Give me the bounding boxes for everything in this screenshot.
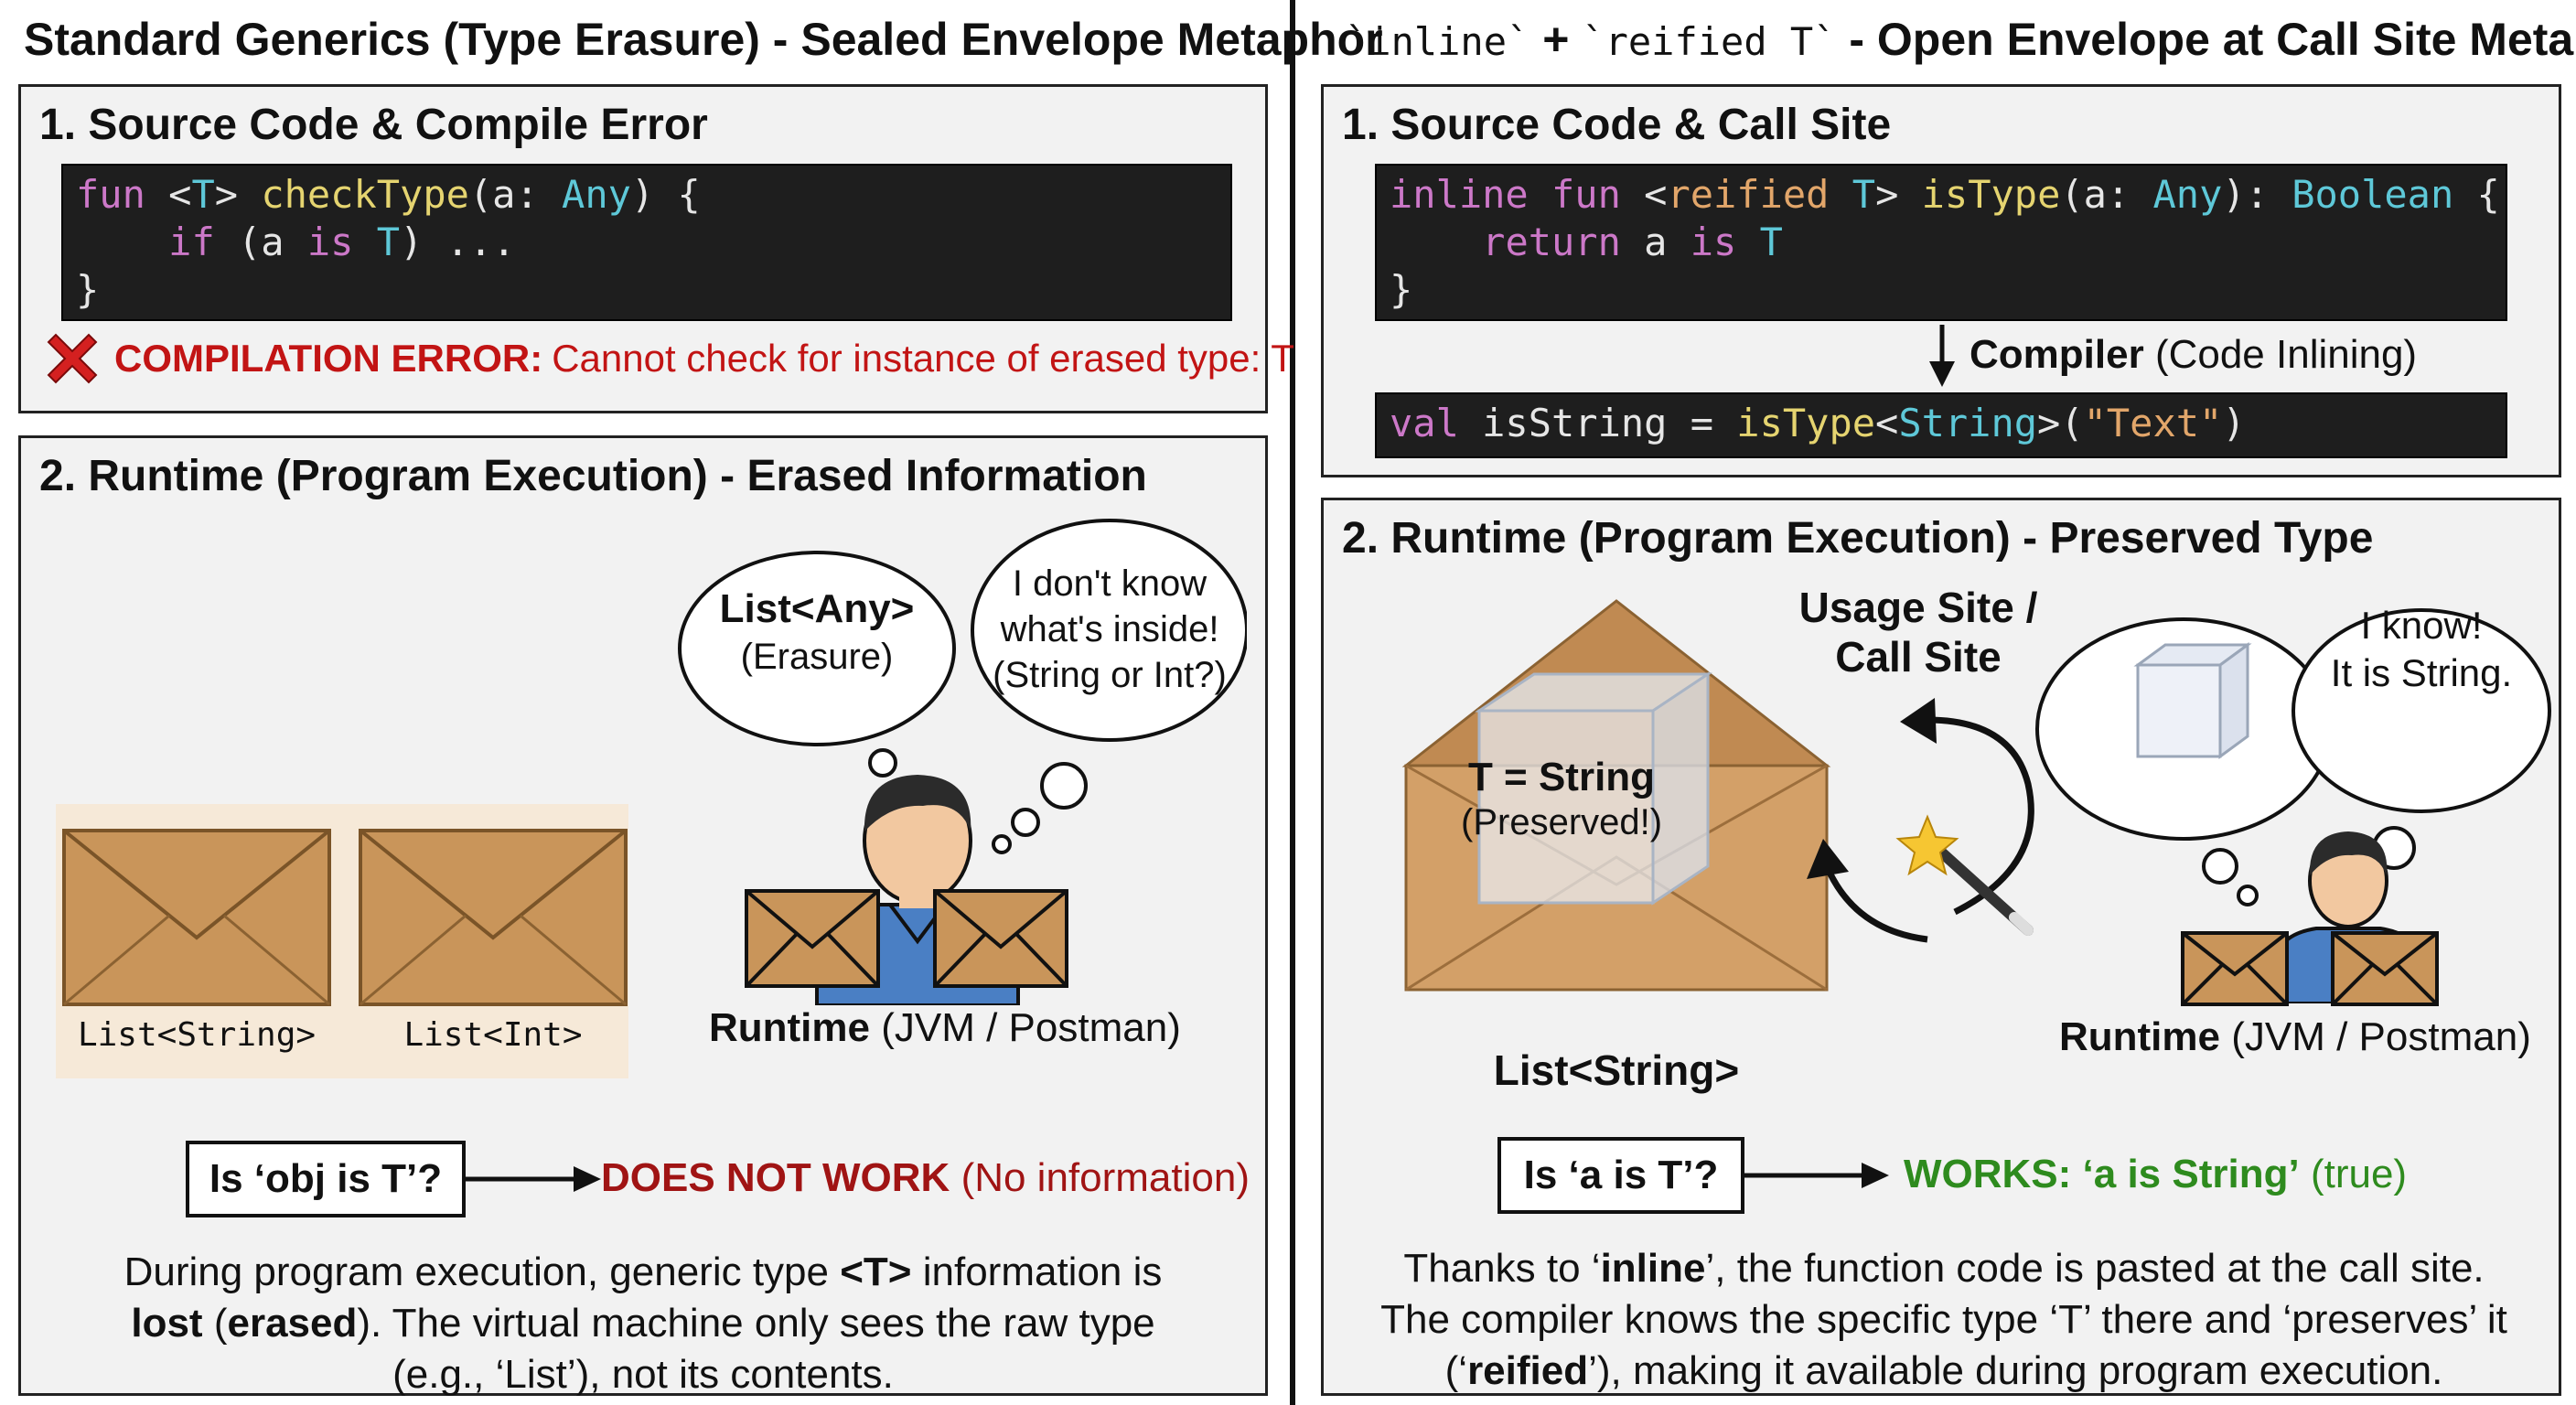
right-source-panel-title: 1. Source Code & Call Site: [1342, 101, 1892, 149]
right-result-text: WORKS: ‘a is String’ (true): [1904, 1152, 2408, 1196]
left-runtime-panel-title: 2. Runtime (Program Execution) - Erased …: [39, 452, 1147, 500]
compile-error-line: COMPILATION ERROR: Cannot check for inst…: [39, 327, 1294, 391]
right-column-title: `inline` + `reified T` - Open Envelope a…: [1345, 13, 2576, 66]
cube-sub: (Preserved!): [1461, 802, 1663, 842]
envelope-icon: [745, 889, 880, 988]
call-site-code: val isString = isType<String>("Text"): [1375, 392, 2507, 458]
magic-wand-icon: [1895, 814, 2034, 936]
envelope-icon: [62, 829, 331, 1006]
left-code-block: fun <T> checkType(a: Any) { if (a is T) …: [61, 164, 1232, 321]
thought-line-1: I don't know: [1012, 563, 1208, 604]
bubble-erasure: (Erasure): [740, 637, 894, 677]
compiler-caption: Compiler (Code Inlining): [1970, 332, 2418, 377]
bubble-list-any: List<Any>: [719, 586, 915, 631]
title-plus: +: [1542, 14, 1570, 65]
title-reified-code: `reified T`: [1582, 19, 1837, 64]
right-thought-line-2: It is String.: [2330, 651, 2513, 694]
arrow-icon: [1744, 1163, 1889, 1188]
question-box: Is ‘obj is T’?: [186, 1141, 466, 1217]
title-inline-code: `inline`: [1345, 19, 1530, 64]
column-divider: [1290, 0, 1295, 1405]
arrow-icon: [1929, 325, 1955, 387]
left-column-title: Standard Generics (Type Erasure) - Seale…: [24, 14, 1383, 65]
left-runtime-panel: 2. Runtime (Program Execution) - Erased …: [18, 435, 1268, 1397]
left-explanation: During program execution, generic type <…: [123, 1249, 1163, 1397]
left-source-panel-title: 1. Source Code & Compile Error: [39, 101, 708, 149]
title-rest: - Open Envelope at Call Site Metaphor: [1849, 14, 2576, 65]
cube-label: T = String: [1467, 755, 1656, 799]
open-envelope-label: List<String>: [1493, 1046, 1740, 1094]
thought-line-3: (String or Int?): [993, 655, 1227, 695]
usage-site-label: Usage Site / Call Site: [1798, 584, 2038, 681]
arrow-icon: [1807, 698, 2034, 943]
thought-clouds: [678, 519, 1247, 854]
compile-error-label: COMPILATION ERROR:: [114, 337, 543, 380]
envelope1-label: List<String>: [77, 1016, 317, 1054]
right-explanation: Thanks to ‘inline’, the function code is…: [1380, 1246, 2507, 1393]
glass-cube-icon: [2133, 642, 2252, 759]
right-runtime-panel: 2. Runtime (Program Execution) - Preserv…: [1321, 498, 2561, 1396]
envelope-icon: [359, 829, 628, 1006]
compile-error-text: Cannot check for instance of erased type…: [552, 337, 1294, 380]
right-question-box: Is ‘a is T’?: [1497, 1137, 1744, 1214]
right-runtime-panel-title: 2. Runtime (Program Execution) - Preserv…: [1342, 514, 2374, 563]
thought-line-2: what's inside!: [1000, 609, 1219, 649]
error-x-icon: [47, 333, 98, 384]
right-thought-line-1: I know!: [2360, 604, 2483, 647]
right-code-block: inline fun <reified T> isType(a: Any): B…: [1375, 164, 2507, 321]
arrow-icon: [466, 1166, 601, 1192]
envelope2-label: List<Int>: [403, 1016, 583, 1054]
envelope-icon: [2181, 931, 2289, 1006]
glass-cube-icon: [1475, 671, 1712, 906]
right-source-panel: 1. Source Code & Call Site inline fun <r…: [1321, 84, 2561, 477]
left-source-panel: 1. Source Code & Compile Error fun <T> c…: [18, 84, 1294, 413]
runtime-caption: Runtime (JVM / Postman): [709, 1005, 1181, 1050]
result-text: DOES NOT WORK (No information): [601, 1155, 1250, 1200]
envelope-icon: [933, 889, 1068, 988]
envelope-icon: [2331, 931, 2439, 1006]
right-runtime-caption: Runtime (JVM / Postman): [2059, 1014, 2531, 1059]
